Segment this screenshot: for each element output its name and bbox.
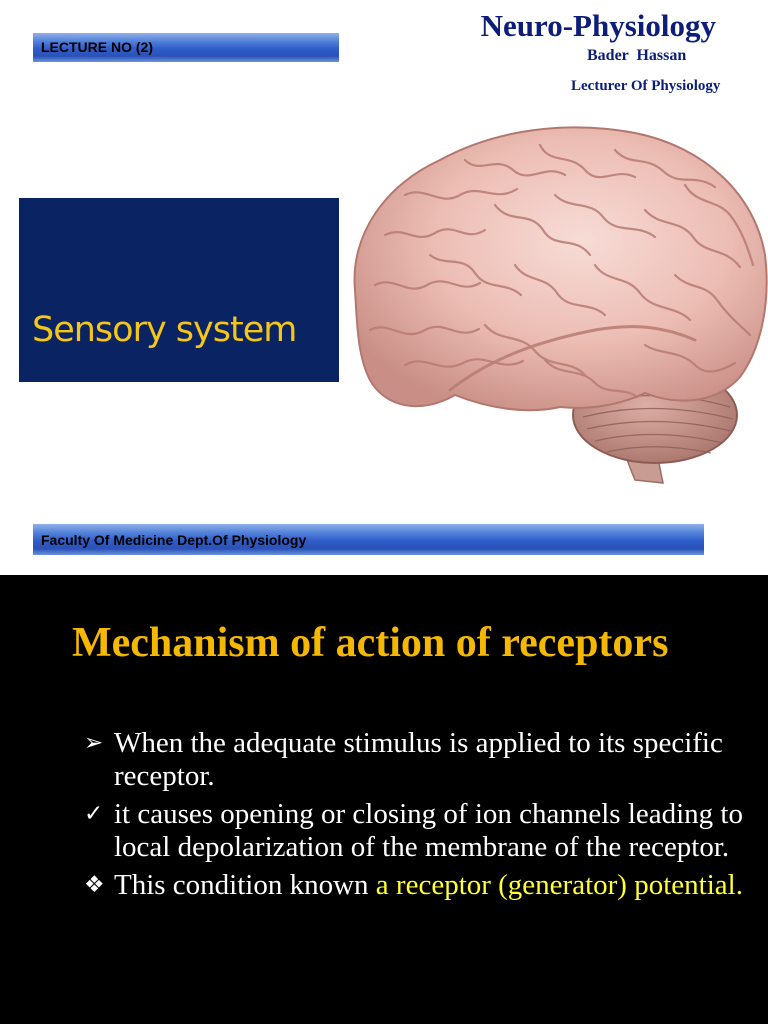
bullet-item: ➢ When the adequate stimulus is applied …: [84, 727, 764, 793]
checkmark-bullet-icon: ✓: [84, 801, 104, 827]
bullet-text: it causes opening or closing of ion chan…: [114, 798, 743, 863]
lecture-number-bar: LECTURE NO (2): [33, 33, 339, 62]
bullet-text: When the adequate stimulus is applied to…: [114, 727, 723, 792]
content-slide: Mechanism of action of receptors ➢ When …: [0, 575, 768, 1024]
bullet-list: ➢ When the adequate stimulus is applied …: [84, 727, 764, 907]
title-slide: LECTURE NO (2) Neuro-Physiology Bader Ha…: [19, 8, 768, 555]
highlighted-term: a receptor (generator) potential: [375, 869, 736, 901]
topic-box: [19, 198, 339, 382]
diamond-bullet-icon: ❖: [84, 872, 105, 898]
course-title: Neuro-Physiology: [480, 8, 716, 43]
bullet-item: ❖ This condition known a receptor (gener…: [84, 869, 764, 902]
lecturer-role: Lecturer Of Physiology: [571, 78, 721, 94]
bullet-item: ✓ it causes opening or closing of ion ch…: [84, 798, 764, 864]
arrow-bullet-icon: ➢: [84, 730, 104, 756]
topic-title: Sensory system: [32, 310, 297, 350]
highlighted-period: .: [735, 869, 743, 901]
faculty-department-bar: Faculty Of Medicine Dept.Of Physiology: [33, 524, 704, 555]
brain-photo: [353, 126, 768, 484]
lecturer-name: Bader Hassan: [587, 47, 687, 64]
bullet-text: This condition known a receptor (generat…: [114, 869, 764, 902]
bullet-text-plain: This condition known: [114, 869, 376, 901]
slide-heading: Mechanism of action of receptors: [72, 620, 669, 666]
